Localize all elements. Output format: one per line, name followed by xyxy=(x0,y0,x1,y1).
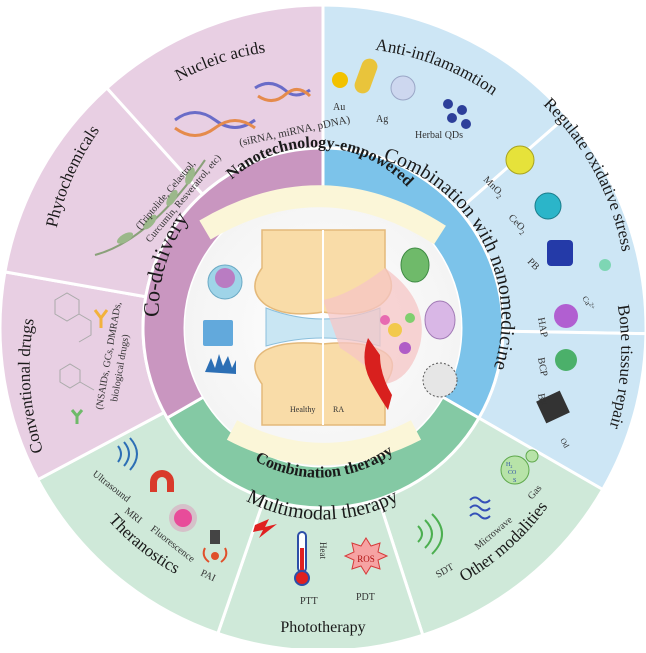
joint-illustration: Healthy RA xyxy=(254,229,422,426)
molecule-structure-icon xyxy=(54,292,95,391)
scaffold-icon xyxy=(205,354,236,374)
ag-particle-icon xyxy=(390,75,416,101)
antibody-icon xyxy=(93,309,109,328)
bone-item-hap: HAP xyxy=(535,317,549,339)
ros-scavenger-icon xyxy=(599,259,611,271)
plant-branch-icon xyxy=(94,159,206,256)
gas-bubble-icon xyxy=(500,449,539,485)
ra-label: RA xyxy=(333,405,344,414)
anti-item-au: Au xyxy=(333,102,345,113)
bone-item-bcp: BCP xyxy=(535,357,549,378)
title-phototherapy: Phototherapy xyxy=(280,619,365,636)
hap-particle-icon xyxy=(554,304,578,328)
pai-laser-icon xyxy=(202,530,228,563)
nanomedicine-particles xyxy=(400,247,458,398)
ceo2-particle-icon xyxy=(534,192,562,220)
ros-burst-icon xyxy=(343,537,389,575)
gas-mark-co: CO xyxy=(508,470,517,476)
healthy-label: Healthy xyxy=(290,405,315,414)
dna-strand-icon xyxy=(174,82,312,137)
ultrasound-waves-icon xyxy=(117,437,138,471)
bone-ion-od: Od xyxy=(558,437,571,450)
photo-item-pdt: PDT xyxy=(356,592,375,603)
bcp-particle-icon xyxy=(555,349,577,371)
herbal-qds-icon xyxy=(443,99,471,129)
au-particle-icon xyxy=(332,72,348,88)
anti-item-ag: Ag xyxy=(376,114,388,125)
gas-mark-h2: H2 xyxy=(506,462,512,469)
bp-scaffold-icon xyxy=(536,390,570,424)
sdt-waves-icon xyxy=(417,513,443,555)
mri-magnet-icon xyxy=(150,470,174,492)
bone-item-bp: BP xyxy=(535,393,548,407)
liposome-cube-icon xyxy=(203,320,233,346)
mno2-particle-icon xyxy=(505,145,535,175)
banner-top xyxy=(199,185,446,245)
thermometer-icon xyxy=(294,531,310,586)
banner-bottom xyxy=(226,420,422,465)
photo-item-ptt: PTT xyxy=(300,596,318,607)
heat-label: Heat xyxy=(318,542,328,559)
fluorescence-icon xyxy=(174,509,192,527)
laser-bolt-icon xyxy=(253,519,277,538)
gas-mark-s: S xyxy=(513,478,516,484)
anti-item-herbal-qds: Herbal QDs xyxy=(415,130,463,141)
bone-ion-ca: Ca2+ xyxy=(580,295,596,313)
antibody-green-icon xyxy=(70,409,84,424)
microwave-waves-icon xyxy=(469,496,491,520)
ros-label: ROS xyxy=(357,554,375,564)
pb-particle-icon xyxy=(547,240,573,266)
au-rod-icon xyxy=(354,58,378,94)
codelivery-particles xyxy=(203,264,243,374)
